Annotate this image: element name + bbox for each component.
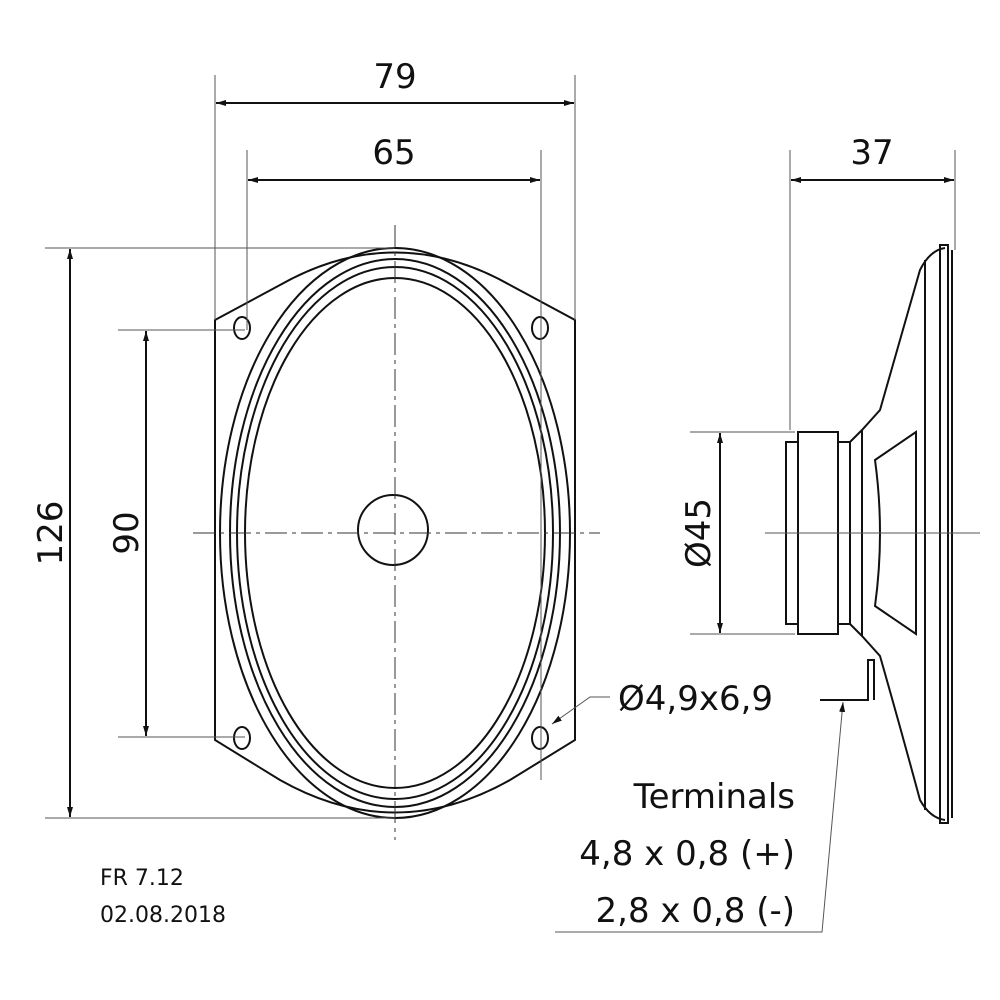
dim-magnet-diameter: Ø45 — [679, 498, 719, 568]
side-view — [765, 244, 980, 824]
dust-cap — [357, 494, 429, 566]
mounting-holes — [233, 316, 549, 750]
dim-37: 37 — [850, 133, 893, 173]
terminal-minus: 2,8 x 0,8 (-) — [596, 891, 795, 931]
model-label: FR 7.12 — [100, 866, 184, 891]
date-label: 02.08.2018 — [100, 903, 226, 928]
dim-90: 90 — [107, 511, 147, 554]
dim-126: 126 — [31, 501, 71, 566]
dim-79: 79 — [373, 57, 416, 97]
dim-hole-size: Ø4,9x6,9 — [618, 679, 773, 719]
terminals-title: Terminals — [633, 777, 795, 817]
dim-65: 65 — [372, 133, 415, 173]
front-view — [193, 225, 600, 840]
terminal-plus: 4,8 x 0,8 (+) — [579, 834, 795, 874]
dimension-lines — [45, 75, 956, 933]
